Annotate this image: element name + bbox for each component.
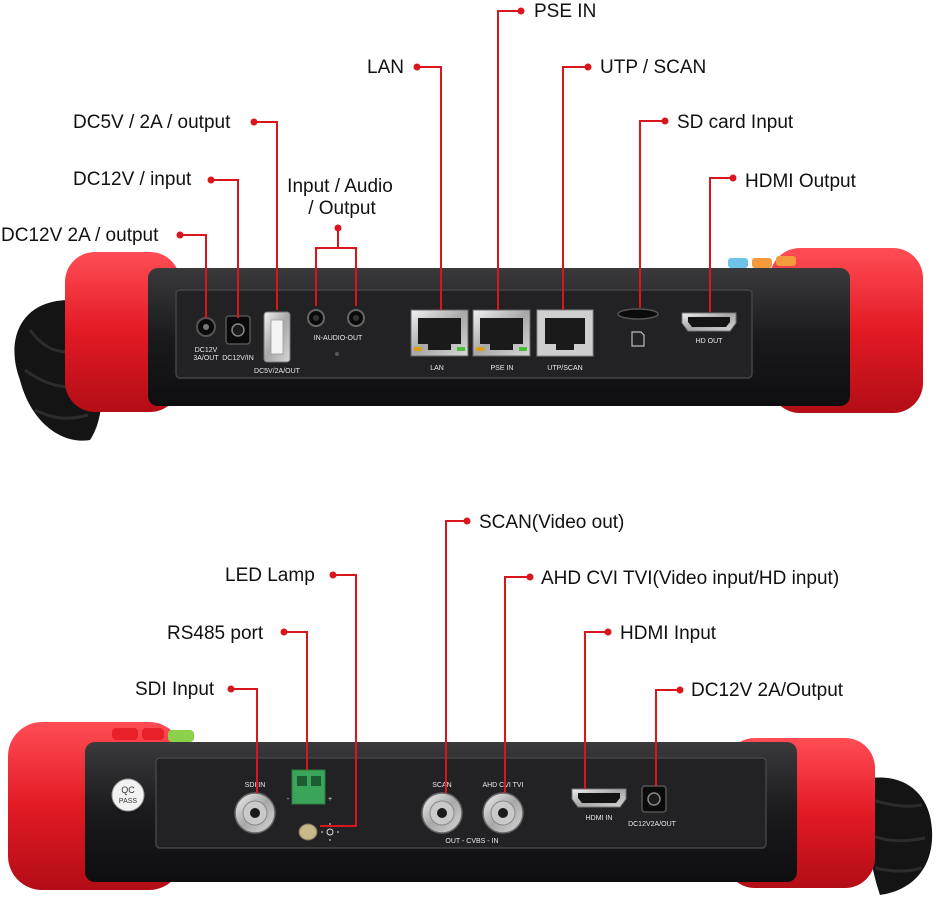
port-label-lan: LAN	[430, 365, 444, 372]
top-device: DC12V 3A/OUT DC12V/IN DC5V/2A/OUT IN-AUD…	[14, 248, 923, 441]
port-label-pse-in: PSE IN	[491, 365, 514, 372]
callout-hdmi-output: HDMI Output	[745, 171, 857, 192]
bottom-callouts: SCAN(Video out) LED Lamp AHD CVI TVI(Vid…	[135, 512, 844, 701]
callout-hdmi-input: HDMI Input	[620, 623, 717, 644]
qc-line1: QC	[121, 785, 135, 795]
top-callouts: DC12V 2A / output DC12V / input DC5V / 2…	[1, 1, 857, 246]
callout-utp-scan: UTP / SCAN	[600, 57, 706, 78]
port-label-hdmi-in: HDMI IN	[586, 815, 613, 822]
port-label-dc12v2a-out: DC12V2A/OUT	[628, 821, 677, 828]
callout-led-lamp: LED Lamp	[225, 565, 315, 586]
led-lamp	[298, 823, 318, 841]
callout-dc5v-output: DC5V / 2A / output	[73, 112, 231, 133]
rs485-terminal[interactable]	[291, 769, 326, 805]
scan-bnc[interactable]	[421, 792, 463, 834]
port-label-dc12v-in: DC12V/IN	[222, 355, 254, 362]
rs485-plus: +	[328, 796, 332, 803]
callout-lan: LAN	[367, 57, 404, 78]
bottom-device: QC PASS SDI IN - +	[8, 722, 933, 895]
callout-dc12v-2a-output-b: DC12V 2A/Output	[691, 680, 844, 701]
port-label-sdi-in: SDI IN	[245, 782, 266, 789]
port-label-hd-out: HD OUT	[696, 338, 724, 345]
bottom-leaders	[227, 517, 684, 827]
port-label-dc5v: DC5V/2A/OUT	[254, 368, 301, 375]
callout-sdi-input: SDI Input	[135, 679, 215, 700]
callout-rs485: RS485 port	[167, 623, 264, 644]
sd-card-icon	[631, 331, 645, 347]
callout-sd-card: SD card Input	[677, 112, 794, 133]
top-leaders	[176, 7, 737, 318]
callout-audio-line2: / Output	[308, 198, 376, 219]
sd-card-slot[interactable]	[617, 308, 659, 320]
callout-pse-in: PSE IN	[534, 1, 596, 22]
callout-audio-line1: Input / Audio	[287, 176, 393, 197]
callout-scan-video-out: SCAN(Video out)	[479, 512, 624, 533]
port-label-scan: SCAN	[432, 782, 451, 789]
port-label-dc12v-3a-2: 3A/OUT	[193, 355, 219, 362]
qc-pass-sticker	[111, 778, 145, 812]
qc-line2: PASS	[119, 798, 137, 805]
ahd-cvi-tvi-bnc[interactable]	[482, 792, 524, 834]
port-label-dc12v-3a: DC12V	[195, 347, 218, 354]
callout-dc12v-input: DC12V / input	[73, 169, 192, 190]
callout-dc12v-2a-output: DC12V 2A / output	[1, 225, 159, 246]
rs485-minus: -	[287, 796, 290, 803]
sun-icon	[321, 823, 339, 841]
sdi-in-bnc[interactable]	[234, 792, 276, 834]
port-label-cvbs: OUT - CVBS - IN	[445, 838, 498, 845]
port-label-utp-scan: UTP/SCAN	[547, 365, 582, 372]
callout-ahd: AHD CVI TVI(Video input/HD input)	[541, 568, 839, 589]
port-label-audio: IN-AUDIO-OUT	[314, 335, 363, 342]
port-label-ahd: AHD CVI TVI	[482, 782, 523, 789]
